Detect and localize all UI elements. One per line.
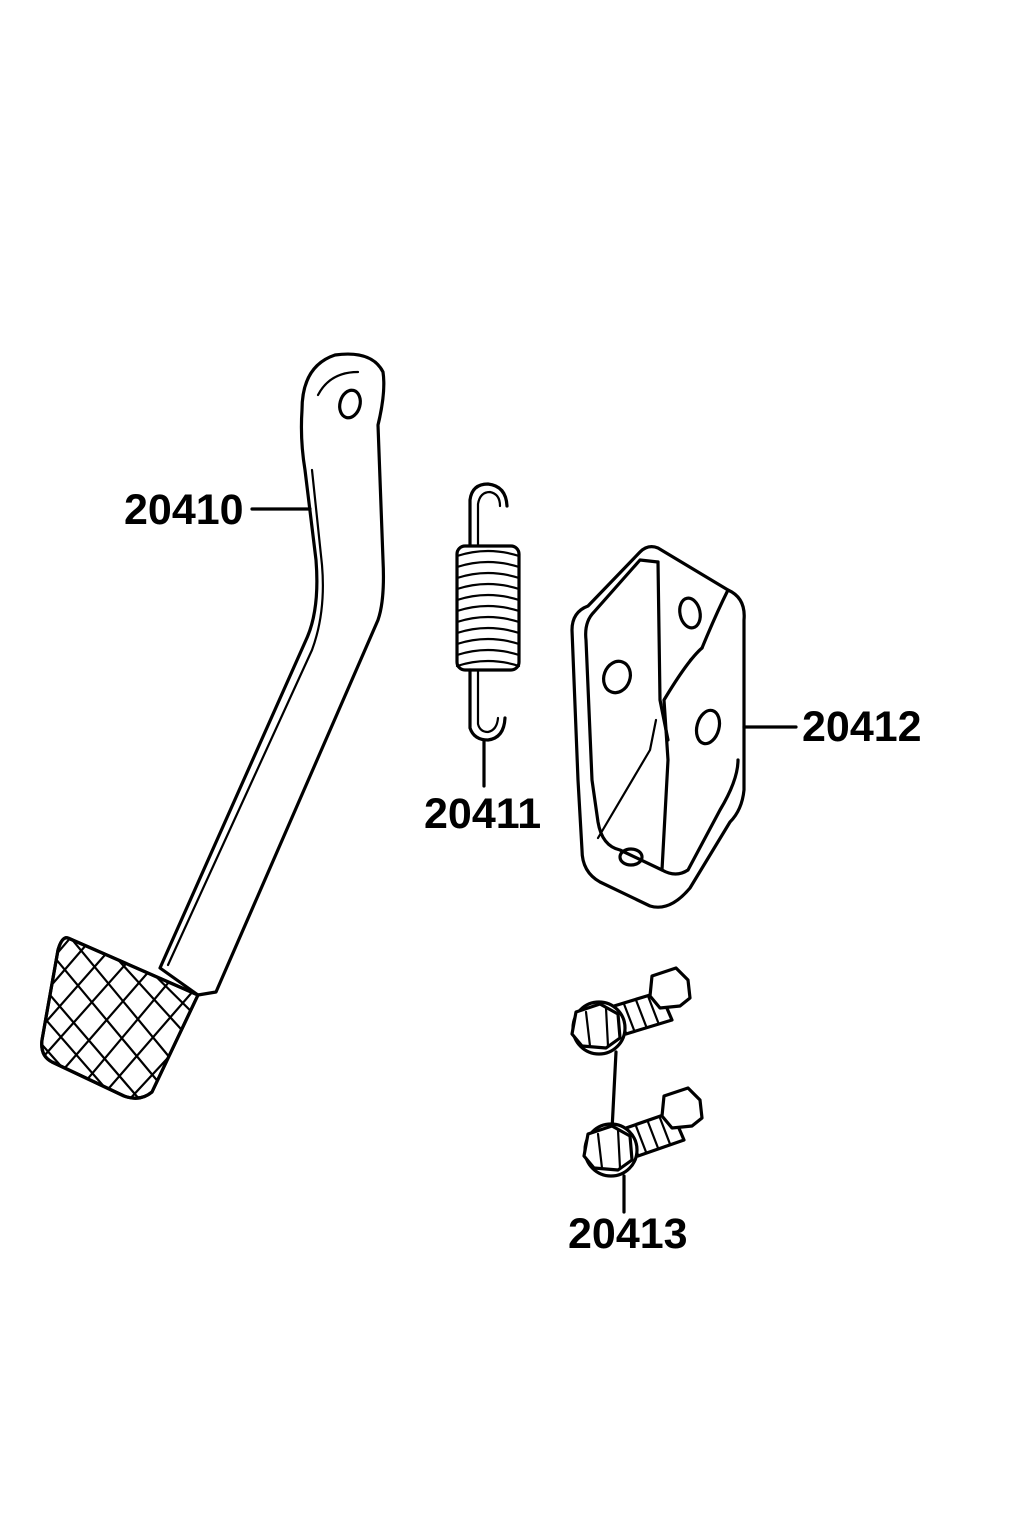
bracket-hole xyxy=(694,708,722,746)
brake-pedal xyxy=(40,352,386,1100)
pivot-hole xyxy=(338,388,362,420)
return-spring xyxy=(455,482,521,788)
part-number-bolt: 20413 xyxy=(568,1210,688,1258)
mounting-bolts xyxy=(570,966,704,1214)
pedal-bracket xyxy=(570,545,798,909)
part-number-pedal: 20410 xyxy=(124,486,244,534)
bracket-hole xyxy=(678,596,702,630)
bolt-upper xyxy=(570,966,692,1056)
spring-coils xyxy=(455,549,521,668)
part-number-spring: 20411 xyxy=(424,790,541,838)
part-number-bracket: 20412 xyxy=(802,703,922,751)
bolt-lower xyxy=(582,1086,704,1178)
bracket-hole xyxy=(602,659,632,695)
bracket-hole xyxy=(618,847,644,867)
bolt-connector xyxy=(610,1050,618,1132)
